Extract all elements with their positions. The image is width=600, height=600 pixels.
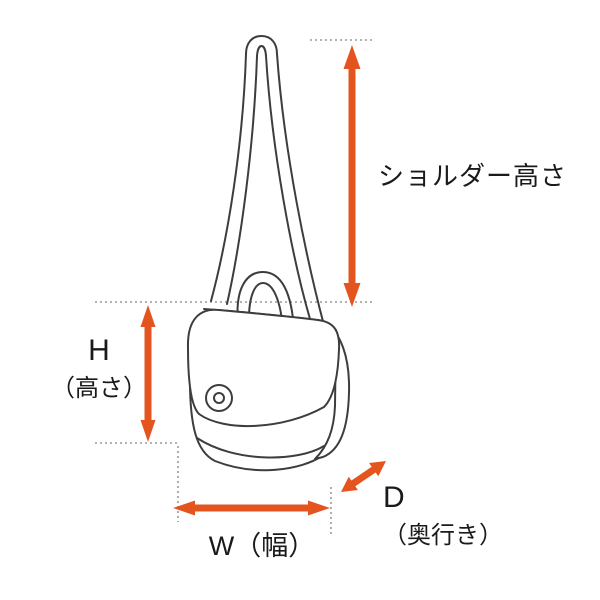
guide-lines <box>95 39 374 534</box>
width-arrow <box>173 500 330 516</box>
bag-side-panel <box>314 320 351 460</box>
depth-letter: D <box>383 481 405 514</box>
shoulder-height-label: ショルダー高さ <box>378 161 568 191</box>
measurement-arrows <box>140 45 386 516</box>
bag-bottom-seam <box>196 437 325 459</box>
depth-arrow <box>341 461 386 492</box>
height-label: H （高さ） <box>40 332 158 404</box>
strap-right-outer <box>276 53 326 330</box>
handle-inner <box>247 282 284 333</box>
clasp-inner-icon <box>213 392 225 404</box>
strap-left-inner <box>226 55 258 305</box>
bag-illustration <box>186 35 351 472</box>
height-letter: H <box>88 334 110 367</box>
height-sub-label: （高さ） <box>51 374 147 402</box>
strap-right-inner <box>265 55 311 320</box>
strap-top-inner <box>256 45 267 57</box>
handle-outer <box>236 271 295 332</box>
bag-flap <box>186 308 341 428</box>
depth-sub-label: （奥行き） <box>383 521 503 549</box>
strap-top-loop <box>245 35 278 55</box>
clasp-outer-icon <box>205 384 233 412</box>
strap-left-outer <box>210 53 247 302</box>
depth-label: D （奥行き） <box>383 479 503 551</box>
shoulder-height-arrow <box>343 45 361 307</box>
height-arrow <box>140 305 156 442</box>
width-label: W（幅） <box>208 531 316 561</box>
